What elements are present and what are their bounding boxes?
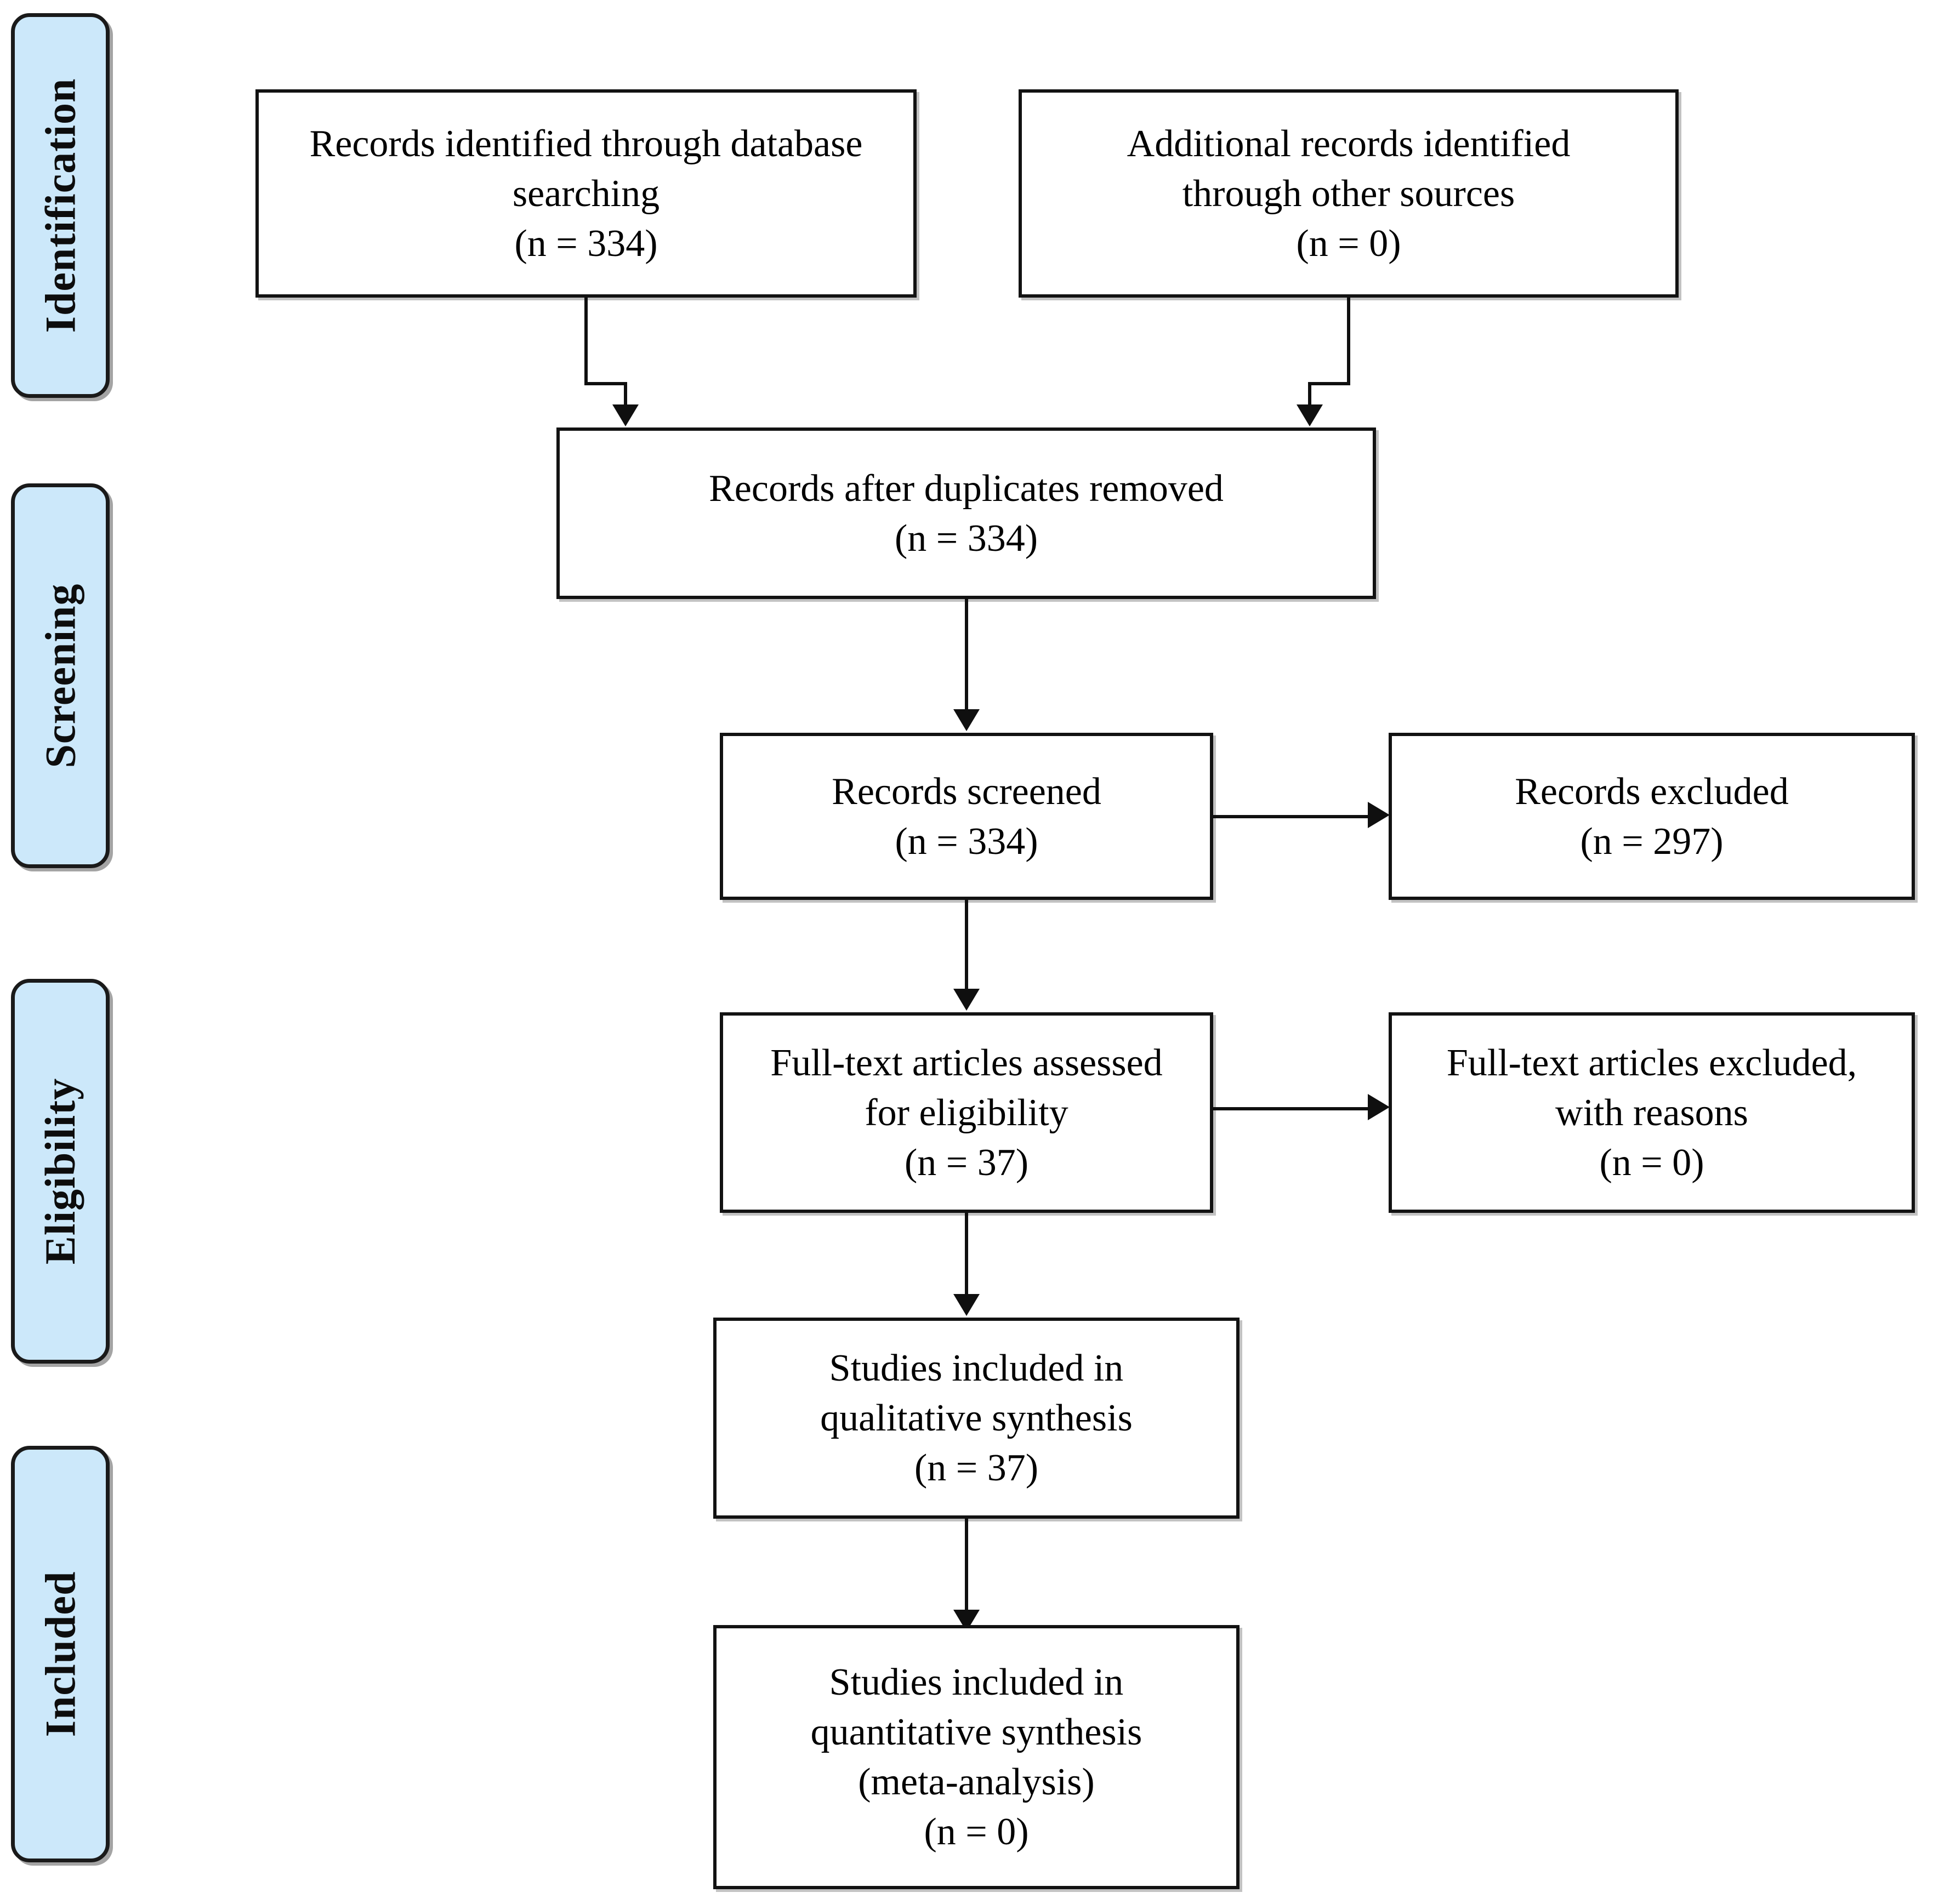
box-studies-quantitative-synthesis-text: Studies included in quantitative synthes…: [810, 1661, 1142, 1853]
box-fulltext-articles-assessed: Full-text articles assessed for eligibil…: [720, 1012, 1213, 1213]
stage-label-eligibility: Eligibility: [11, 979, 110, 1364]
connector-other-to-duplicates-drop: [1308, 382, 1311, 407]
box-records-excluded: Records excluded (n = 297): [1389, 733, 1915, 900]
stage-label-identification-text: Identification: [36, 78, 84, 333]
connector-other-to-duplicates-arrowhead: [1297, 404, 1323, 426]
box-fulltext-articles-excluded-text: Full-text articles excluded, with reason…: [1446, 1041, 1857, 1184]
stage-label-included-text: Included: [36, 1571, 84, 1737]
connector-fulltext-to-excluded: [1213, 1107, 1371, 1110]
connector-other-to-duplicates-horizontal: [1308, 382, 1350, 385]
connector-fulltext-to-excluded-arrowhead: [1368, 1094, 1390, 1120]
box-studies-quantitative-synthesis: Studies included in quantitative synthes…: [713, 1625, 1240, 1889]
box-studies-qualitative-synthesis-text: Studies included in qualitative synthesi…: [820, 1347, 1133, 1489]
box-fulltext-articles-assessed-text: Full-text articles assessed for eligibil…: [770, 1041, 1163, 1184]
box-records-after-duplicates-removed-text: Records after duplicates removed (n = 33…: [709, 467, 1224, 560]
box-records-identified-database-text: Records identified through database sear…: [309, 122, 863, 265]
connector-db-to-duplicates-vertical: [584, 298, 588, 384]
stage-label-screening: Screening: [11, 483, 110, 868]
connector-screened-to-fulltext-arrowhead: [953, 989, 980, 1011]
stage-label-eligibility-text: Eligibility: [36, 1078, 84, 1265]
connector-duplicates-to-screened: [965, 599, 968, 711]
connector-db-to-duplicates-horizontal: [584, 382, 627, 385]
connector-qualitative-to-quantitative: [965, 1519, 968, 1612]
connector-fulltext-to-qualitative: [965, 1213, 968, 1296]
box-records-after-duplicates-removed: Records after duplicates removed (n = 33…: [556, 427, 1376, 599]
connector-screened-to-fulltext: [965, 900, 968, 991]
box-records-screened: Records screened (n = 334): [720, 733, 1213, 900]
stage-label-screening-text: Screening: [36, 583, 84, 768]
box-additional-records-other-sources-text: Additional records identified through ot…: [1127, 122, 1571, 265]
connector-screened-to-excluded-arrowhead: [1368, 802, 1390, 828]
box-fulltext-articles-excluded: Full-text articles excluded, with reason…: [1389, 1012, 1915, 1213]
box-additional-records-other-sources: Additional records identified through ot…: [1019, 89, 1679, 298]
stage-label-identification: Identification: [11, 13, 110, 398]
connector-fulltext-to-qualitative-arrowhead: [953, 1294, 980, 1316]
stage-label-included: Included: [11, 1446, 110, 1862]
connector-screened-to-excluded: [1213, 815, 1371, 818]
box-records-identified-database: Records identified through database sear…: [255, 89, 917, 298]
box-records-excluded-text: Records excluded (n = 297): [1515, 770, 1789, 863]
box-records-screened-text: Records screened (n = 334): [832, 770, 1101, 863]
box-studies-qualitative-synthesis: Studies included in qualitative synthesi…: [713, 1318, 1240, 1519]
connector-db-to-duplicates-arrowhead: [612, 404, 639, 426]
connector-duplicates-to-screened-arrowhead: [953, 709, 980, 731]
connector-db-to-duplicates-drop: [624, 382, 627, 407]
connector-other-to-duplicates-vertical: [1347, 298, 1350, 384]
